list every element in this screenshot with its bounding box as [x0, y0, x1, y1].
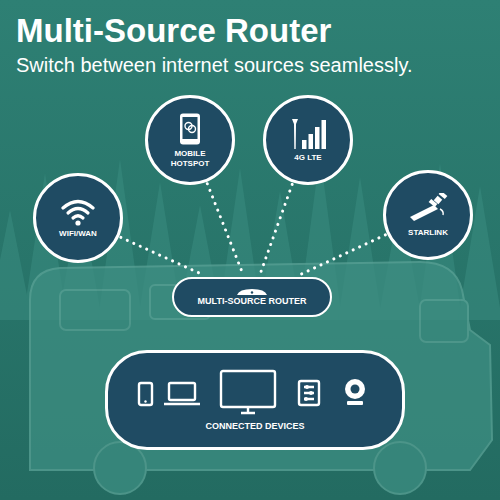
source-circle: MOBILE HOTSPOT	[145, 95, 235, 185]
signal-icon	[288, 118, 328, 150]
source-circle: 4G LTE	[263, 95, 353, 185]
node-label: WIFI/WAN	[59, 229, 97, 238]
node-label: CONNECTED DEVICES	[205, 421, 304, 431]
subtitle: Switch between internet sources seamless…	[16, 54, 412, 77]
phone-icon	[177, 112, 203, 146]
rv-silhouette	[30, 262, 492, 494]
wifi-icon	[60, 198, 96, 226]
node-label: STARLINK	[408, 228, 448, 237]
node-label: 4G LTE	[294, 153, 321, 162]
source-circle: WIFI/WAN	[33, 173, 123, 263]
dotted-connector	[299, 235, 385, 275]
devices-box: CONNECTED DEVICES	[105, 350, 405, 450]
source-circle: STARLINK	[383, 170, 473, 260]
node-label: MULTI-SOURCE ROUTER	[198, 296, 307, 306]
devices-icons	[135, 369, 375, 415]
title: Multi-Source Router	[16, 12, 331, 50]
node-label: MOBILE HOTSPOT	[158, 149, 222, 167]
router-icon	[235, 288, 269, 296]
dotted-connector	[121, 237, 204, 275]
dotted-connector	[260, 184, 292, 275]
router-box: MULTI-SOURCE ROUTER	[172, 277, 332, 317]
dotted-connector	[207, 184, 243, 275]
satellite-icon	[408, 193, 448, 225]
